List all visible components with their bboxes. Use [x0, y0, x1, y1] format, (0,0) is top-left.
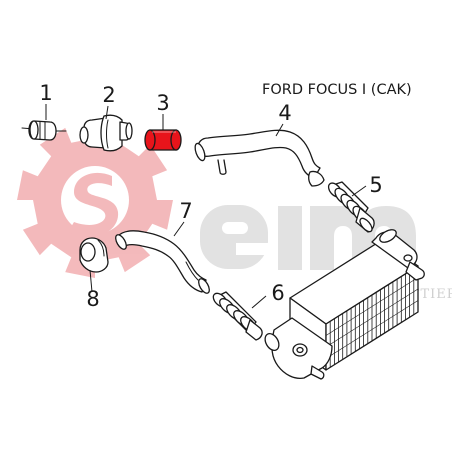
callout-2: 2 [102, 83, 115, 107]
leader-5 [351, 185, 367, 197]
leader-8 [89, 269, 93, 293]
leader-lines [45, 104, 367, 309]
part-2-connector [79, 114, 133, 152]
callout-1: 1 [39, 81, 52, 105]
fin-rail [325, 300, 419, 359]
callout-3: 3 [156, 91, 169, 115]
leader-4 [275, 123, 284, 137]
intercooler-fins [325, 268, 419, 368]
callout-7: 7 [179, 199, 192, 223]
watermark-letters [200, 205, 416, 270]
fin-rail [325, 277, 419, 336]
callout-4: 4 [278, 101, 291, 125]
fin-rail [325, 288, 419, 348]
part-1-plug [21, 120, 67, 141]
callout-6: 6 [271, 281, 284, 305]
leader-6 [251, 295, 267, 309]
part-5-bellows [327, 181, 375, 233]
callout-5: 5 [369, 173, 382, 197]
part-8-elbow [79, 237, 109, 273]
callout-8: 8 [86, 287, 99, 311]
leader-2 [105, 105, 109, 120]
part-4-pipe [194, 129, 325, 187]
intercooler [264, 229, 425, 380]
leader-7 [173, 221, 185, 237]
part-7-pipe [115, 230, 210, 294]
diagram-title: FORD FOCUS I (CAK) [262, 82, 412, 98]
part-3-hose-highlighted [144, 129, 182, 151]
part-6-bellows [212, 291, 263, 341]
gear-swoosh [68, 172, 119, 237]
